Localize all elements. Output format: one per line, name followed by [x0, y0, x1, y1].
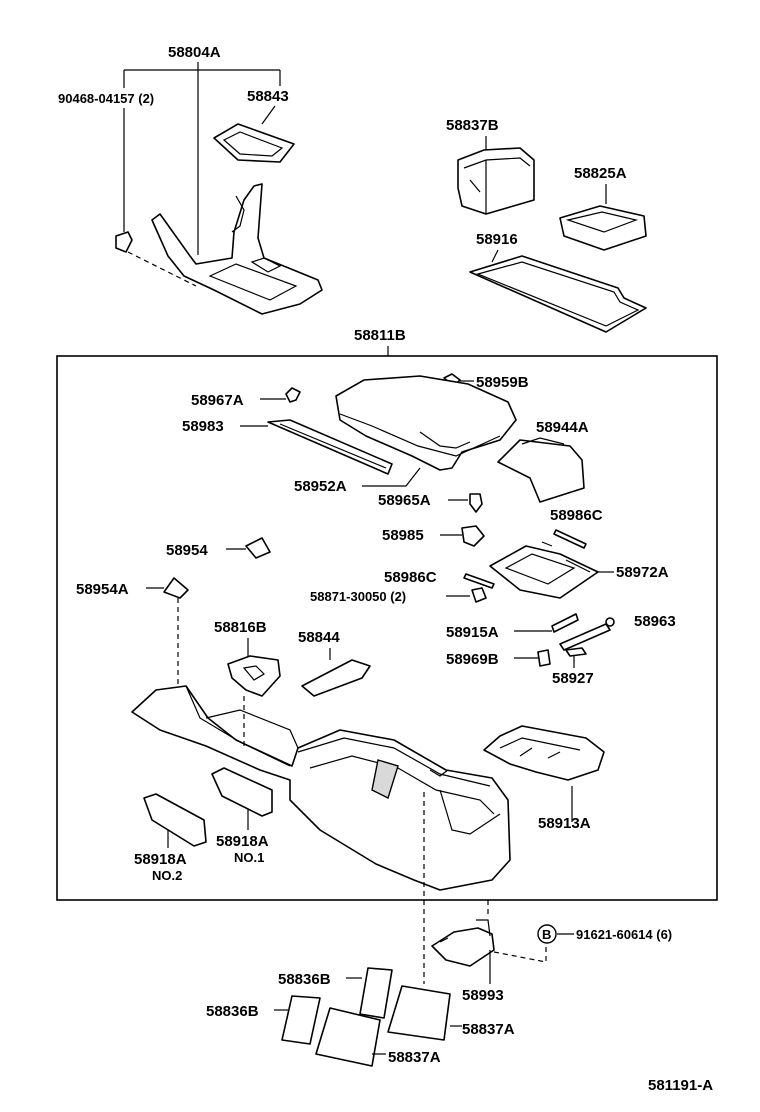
callout-58837A-b[interactable]: 58837A [388, 1049, 441, 1066]
callout-58927[interactable]: 58927 [552, 670, 594, 687]
clip-part-90468 [115, 231, 133, 253]
callout-58837A-a[interactable]: 58837A [462, 1021, 515, 1038]
box-part-58837B [457, 147, 535, 215]
pad-part-58836B-a [359, 967, 393, 1019]
callout-58993[interactable]: 58993 [462, 987, 504, 1004]
group-console-body: 58816B 58844 58913A 58918A NO.1 58918A N… [131, 619, 605, 984]
group-bottom: 58993 B 91621-60614 (6) 58836B 58836B 58… [206, 900, 713, 1094]
callout-58811B[interactable]: 58811B [354, 327, 406, 344]
group-armrest: 58967A 58959B 58983 58944A 58952A 58965A… [76, 373, 676, 687]
callout-58918A-no1-sub[interactable]: NO.1 [234, 850, 264, 865]
callout-58836B-a[interactable]: 58836B [278, 971, 331, 988]
callout-58843[interactable]: 58843 [247, 88, 289, 105]
spring-part-58986C-top [553, 529, 587, 549]
console-body-58811B [131, 685, 511, 891]
callout-58986C-mid[interactable]: 58986C [384, 569, 437, 586]
leader-58843 [261, 105, 276, 125]
callout-58816B[interactable]: 58816B [214, 619, 267, 636]
callout-58837B[interactable]: 58837B [446, 117, 499, 134]
callout-58804A[interactable]: 58804A [168, 44, 221, 61]
clip-part-58969B [537, 649, 551, 667]
callout-58983[interactable]: 58983 [182, 418, 224, 435]
callout-58915A[interactable]: 58915A [446, 624, 499, 641]
callout-58985[interactable]: 58985 [382, 527, 424, 544]
callout-58918A-no2-sub[interactable]: NO.2 [152, 868, 182, 883]
pin-part-58927 [565, 647, 587, 657]
marker-b-label: B [542, 927, 551, 942]
pad-part-58837A-a [387, 985, 451, 1041]
assembly-frame-58811B [56, 355, 718, 901]
callout-58844[interactable]: 58844 [298, 629, 340, 646]
screw-part-58965A [469, 493, 483, 513]
pad-part-58836B-b [281, 995, 321, 1045]
leader-58916 [491, 249, 499, 263]
pin-part-58963 [559, 623, 611, 651]
cap-part-58954A [163, 577, 189, 599]
callout-58952A[interactable]: 58952A [294, 478, 347, 495]
latch-part-58985 [461, 525, 485, 547]
bracket-part-58972A [489, 545, 599, 599]
trim-part-58844 [301, 659, 371, 697]
callout-58965A[interactable]: 58965A [378, 492, 431, 509]
callout-58986C-top[interactable]: 58986C [550, 507, 603, 524]
leader-58952A [362, 467, 421, 487]
leader-58804A [123, 62, 281, 255]
armrest-lid [335, 375, 517, 471]
console-panel-58804A [151, 183, 323, 315]
callout-58954A[interactable]: 58954A [76, 581, 129, 598]
pad-part-58837A-b [315, 1007, 381, 1067]
callout-58954[interactable]: 58954 [166, 542, 208, 559]
dashed-line-90468 [127, 251, 197, 287]
trim-part-58843 [213, 123, 295, 163]
group-58804A: 58804A 90468-04157 (2) 58843 [58, 44, 323, 315]
spring-part-58915A [551, 613, 579, 633]
spacer-part-58918A-no1 [211, 767, 273, 817]
group-top-right: 58837B 58825A 58916 [446, 117, 647, 333]
panel-part-58816B [227, 655, 281, 697]
callout-58836B-b[interactable]: 58836B [206, 1003, 259, 1020]
callout-58825A[interactable]: 58825A [574, 165, 627, 182]
spring-part-58986C-mid [463, 573, 495, 589]
spacer-part-58918A-no2 [143, 793, 207, 847]
mat-part-58916 [469, 255, 647, 333]
figure-id: 581191-A [648, 1077, 713, 1094]
callout-58963[interactable]: 58963 [634, 613, 676, 630]
bracket-part-58913A [483, 725, 605, 781]
callout-58871-30050[interactable]: 58871-30050 (2) [310, 589, 406, 604]
cap-part-58954 [245, 537, 271, 559]
callout-58918A-no2[interactable]: 58918A [134, 851, 187, 868]
bar-part-58983 [267, 419, 393, 475]
callout-58918A-no1[interactable]: 58918A [216, 833, 269, 850]
bracket-part-58993 [431, 927, 495, 967]
callout-90468-04157[interactable]: 90468-04157 (2) [58, 91, 154, 106]
callout-58969B[interactable]: 58969B [446, 651, 499, 668]
callout-58959B[interactable]: 58959B [476, 374, 529, 391]
callout-58972A[interactable]: 58972A [616, 564, 669, 581]
spring-part-58967A [285, 387, 301, 403]
callout-58967A[interactable]: 58967A [191, 392, 244, 409]
cover-part-58944A [497, 439, 585, 503]
nut-part-58871 [471, 587, 487, 603]
marker-b-circle [537, 924, 557, 944]
callout-91621-60614[interactable]: 91621-60614 (6) [576, 927, 672, 942]
callout-58916[interactable]: 58916 [476, 231, 518, 248]
callout-58944A[interactable]: 58944A [536, 419, 589, 436]
callout-58913A[interactable]: 58913A [538, 815, 591, 832]
